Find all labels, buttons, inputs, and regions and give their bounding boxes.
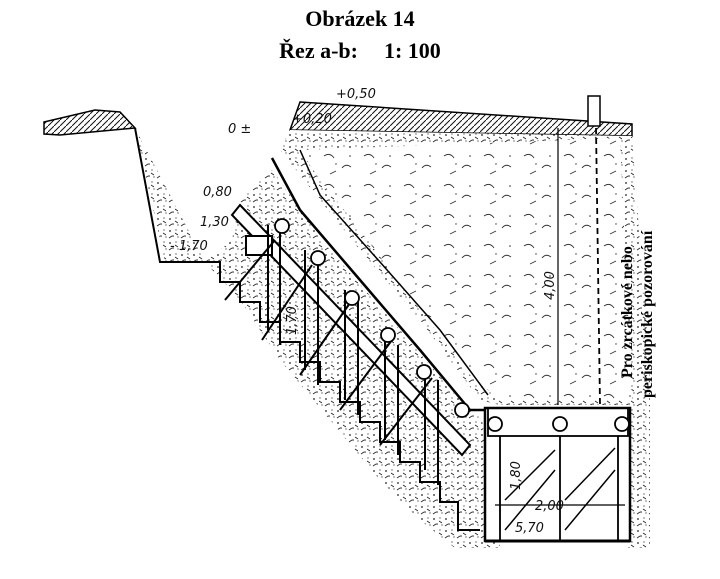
label-180: 1,80 <box>509 461 524 490</box>
label-400: 4,00 <box>543 271 558 300</box>
ground-surface-left <box>43 109 137 136</box>
observation-chamber <box>483 406 632 543</box>
scale-label: 1: 100 <box>383 38 441 63</box>
periscope-shaft <box>595 127 601 406</box>
label-080: 0,80 <box>203 185 232 200</box>
backfill-zone <box>300 138 632 400</box>
revetment-slope-outer <box>299 149 489 396</box>
log-anchors <box>274 218 470 418</box>
revetment-slope <box>270 157 490 412</box>
vertical-posts <box>267 225 439 485</box>
label-plus-020: +0,20 <box>292 112 332 127</box>
trench-left-wall <box>134 127 205 263</box>
label-200: 2,00 <box>535 499 564 514</box>
note-line-1: Pro zrcátkové nebo <box>619 246 636 378</box>
periscope-post <box>587 95 601 127</box>
cross-braces <box>224 239 433 446</box>
label-170-diag: 1,70 <box>285 306 300 335</box>
label-170: - 1,70 <box>170 239 208 254</box>
label-plus-050: +0,50 <box>336 87 376 102</box>
section-subtitle: Řez a-b: 1: 100 <box>0 38 720 64</box>
label-zero: 0 ± <box>228 122 251 137</box>
note-line-2: periskopické pozorování <box>639 230 656 398</box>
label-570: 5,70 <box>515 521 544 536</box>
dimension-lines <box>495 128 625 530</box>
section-label: Řez a-b: <box>279 38 358 63</box>
label-130: 1,30 <box>200 215 229 230</box>
parapet-surface <box>288 101 633 137</box>
figure-title: Obrázek 14 <box>305 6 415 31</box>
stepped-floor <box>205 261 480 531</box>
